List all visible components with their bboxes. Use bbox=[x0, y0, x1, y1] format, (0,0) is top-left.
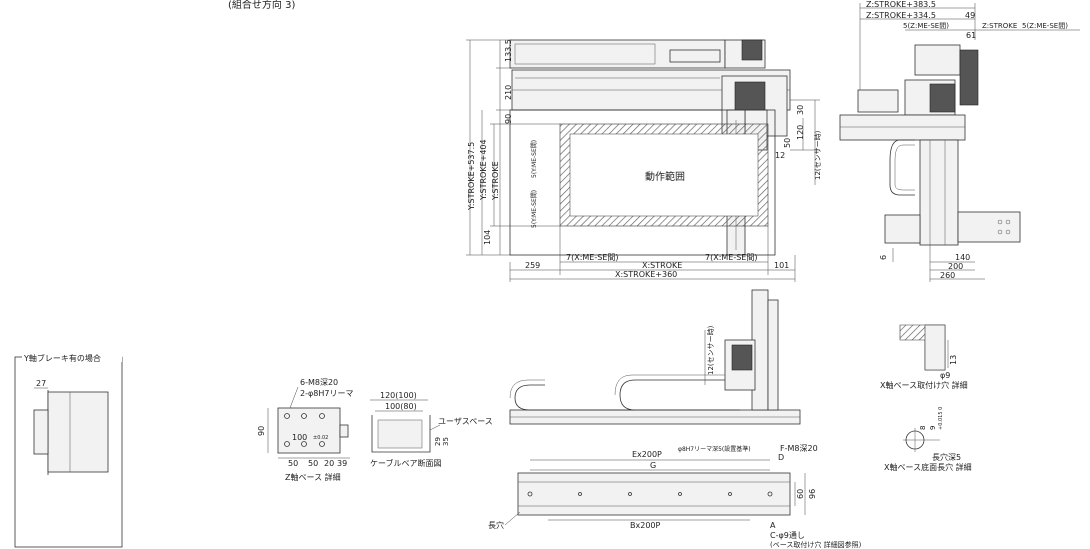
right-dimensions: 30 120 50 12 12(センサー時) bbox=[775, 99, 822, 185]
svg-text:Z:STROKE+334.5: Z:STROKE+334.5 bbox=[866, 11, 936, 20]
svg-text:133.5: 133.5 bbox=[504, 39, 513, 62]
svg-text:140: 140 bbox=[955, 253, 970, 262]
y-brake-label: Y軸ブレーキ有の場合 bbox=[23, 353, 101, 363]
cable-bear-profile bbox=[371, 415, 431, 453]
svg-text:39: 39 bbox=[337, 459, 347, 468]
svg-text:29: 29 bbox=[434, 437, 442, 446]
svg-text:Z:STROKE: Z:STROKE bbox=[982, 22, 1017, 30]
svg-text:F-M8深20: F-M8深20 bbox=[780, 444, 818, 453]
top-view: 動作範囲 5(Y:ME-SE間) 5(Y:ME-SE間) Y:STROKE+53… bbox=[466, 39, 822, 282]
svg-text:6: 6 bbox=[879, 255, 888, 260]
y-me-se-label-1: 5(Y:ME-SE間) bbox=[531, 140, 538, 178]
svg-text:C-φ9通し: C-φ9通し bbox=[770, 530, 805, 540]
svg-text:13: 13 bbox=[949, 355, 958, 365]
svg-text:X:STROKE+360: X:STROKE+360 bbox=[615, 270, 677, 279]
svg-text:5(Z:ME-SE間): 5(Z:ME-SE間) bbox=[903, 22, 949, 30]
base-plate bbox=[517, 472, 791, 516]
svg-text:120: 120 bbox=[796, 125, 805, 140]
svg-text:12(センサー時): 12(センサー時) bbox=[707, 325, 715, 375]
svg-text:Y:STROKE: Y:STROKE bbox=[491, 161, 500, 201]
svg-text:G: G bbox=[650, 461, 656, 470]
work-frame bbox=[509, 109, 776, 256]
svg-text:60: 60 bbox=[796, 489, 805, 499]
x-mount-caption: X軸ベース取付け穴 詳細 bbox=[880, 380, 968, 390]
svg-text:φ9: φ9 bbox=[940, 371, 950, 380]
cable-bear-section: 120(100) 100(80) ユーザスペース 29 35 ケーブルベア断面図 bbox=[370, 391, 493, 468]
y-me-se-label-2: 5(Y:ME-SE間) bbox=[531, 190, 538, 228]
z-base-plate bbox=[277, 407, 341, 454]
svg-text:12(センサー時): 12(センサー時) bbox=[814, 130, 822, 180]
svg-text:±0.02: ±0.02 bbox=[313, 435, 328, 441]
svg-text:50: 50 bbox=[783, 138, 792, 148]
svg-text:20: 20 bbox=[324, 459, 334, 468]
user-space-label: ユーザスペース bbox=[438, 417, 493, 426]
x-slot-caption: X軸ベース底面長穴 詳細 bbox=[884, 462, 972, 472]
svg-text:61: 61 bbox=[966, 31, 976, 40]
work-area-label: 動作範囲 bbox=[645, 170, 685, 183]
svg-text:100: 100 bbox=[292, 433, 307, 442]
svg-text:長穴深5: 長穴深5 bbox=[932, 452, 961, 462]
svg-text:30: 30 bbox=[796, 105, 805, 115]
svg-text:長穴: 長穴 bbox=[488, 520, 504, 530]
svg-text:Z:STROKE+383.5: Z:STROKE+383.5 bbox=[866, 0, 936, 9]
svg-text:7(X:ME-SE間): 7(X:ME-SE間) bbox=[566, 253, 618, 262]
svg-text:Y:STROKE+404: Y:STROKE+404 bbox=[479, 139, 488, 201]
bottom-dimensions: 259 7(X:ME-SE間) X:STROKE 7(X:ME-SE間) 101… bbox=[509, 226, 796, 282]
left-dimensions: Y:STROKE+537.5 Y:STROKE+404 Y:STROKE 133… bbox=[466, 39, 560, 256]
side-x-carriage bbox=[839, 114, 966, 141]
svg-text:A: A bbox=[770, 521, 776, 530]
svg-text:90: 90 bbox=[257, 426, 266, 436]
cable-bear-caption: ケーブルベア断面図 bbox=[370, 458, 442, 468]
page-title: (組合せ方向 3) bbox=[228, 0, 295, 11]
svg-text:260: 260 bbox=[940, 271, 955, 280]
svg-text:50: 50 bbox=[288, 459, 298, 468]
svg-text:φ8H7リーマ深5(設置基準): φ8H7リーマ深5(設置基準) bbox=[678, 445, 751, 453]
side-cable-duct bbox=[959, 49, 979, 106]
z-base-label-2: 2-φ8H7リーマ bbox=[300, 389, 353, 398]
svg-text:210: 210 bbox=[504, 85, 513, 100]
svg-text:259: 259 bbox=[525, 261, 540, 270]
svg-text:49: 49 bbox=[965, 11, 975, 20]
svg-text:90: 90 bbox=[504, 114, 513, 124]
x-mount-detail: 13 φ9 X軸ベース取付け穴 詳細 bbox=[880, 324, 968, 390]
svg-text:9: 9 bbox=[929, 426, 937, 430]
svg-text:5(Z:ME-SE間): 5(Z:ME-SE間) bbox=[1022, 22, 1068, 30]
side-view: Z:STROKE+383.5 Z:STROKE+334.5 49 5(Z:ME-… bbox=[839, 0, 1080, 282]
svg-text:(ベース取付け穴 詳細図参照): (ベース取付け穴 詳細図参照) bbox=[770, 540, 862, 549]
svg-text:120(100): 120(100) bbox=[380, 391, 417, 400]
svg-text:Y:STROKE+537.5: Y:STROKE+537.5 bbox=[467, 142, 476, 211]
svg-text:Bx200P: Bx200P bbox=[630, 521, 660, 530]
svg-text:Ex200P: Ex200P bbox=[632, 450, 662, 459]
svg-text:+0.015 0: +0.015 0 bbox=[938, 407, 944, 430]
z-base-caption: Z軸ベース 詳細 bbox=[285, 472, 341, 482]
z-base-detail: 6-M8深20 2-φ8H7リーマ 90 100 ±0.02 50 50 20 … bbox=[257, 378, 353, 482]
svg-text:D: D bbox=[778, 453, 784, 462]
svg-text:101: 101 bbox=[774, 261, 789, 270]
base-plan: Ex200P G φ8H7リーマ深5(設置基準) F-M8深20 D 60 96… bbox=[488, 444, 862, 549]
side-z-column bbox=[919, 139, 959, 246]
svg-text:50: 50 bbox=[308, 459, 318, 468]
svg-text:X:STROKE: X:STROKE bbox=[642, 261, 682, 270]
svg-text:104: 104 bbox=[483, 230, 492, 245]
svg-text:200: 200 bbox=[948, 262, 963, 271]
svg-text:35: 35 bbox=[442, 437, 450, 446]
y-brake-detail: Y軸ブレーキ有の場合 27 bbox=[14, 353, 123, 548]
front-view: 12(センサー時) bbox=[509, 289, 801, 425]
svg-text:12: 12 bbox=[775, 151, 785, 160]
z-base-label-1: 6-M8深20 bbox=[300, 378, 338, 387]
svg-text:27: 27 bbox=[36, 379, 46, 388]
svg-text:7(X:ME-SE間): 7(X:ME-SE間) bbox=[705, 253, 757, 262]
svg-text:8: 8 bbox=[919, 426, 927, 430]
x-slot-detail: 8 9 +0.015 0 長穴深5 X軸ベース底面長穴 詳細 bbox=[884, 407, 972, 472]
svg-text:100(80): 100(80) bbox=[385, 402, 417, 411]
side-base-plate bbox=[957, 211, 1021, 243]
svg-text:96: 96 bbox=[808, 489, 817, 499]
